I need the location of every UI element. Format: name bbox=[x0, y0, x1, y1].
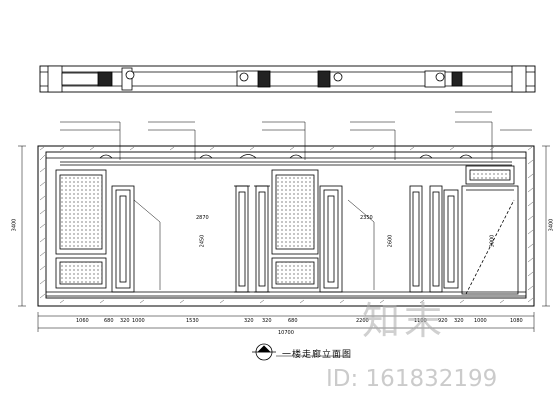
door-opening bbox=[461, 165, 519, 295]
left-panel-bay bbox=[55, 169, 135, 293]
center-panel-bay bbox=[271, 169, 343, 293]
cornice bbox=[46, 154, 526, 166]
dimension-lines bbox=[18, 145, 550, 332]
section-marker bbox=[252, 343, 350, 361]
floor-line bbox=[46, 291, 526, 297]
perspective-lines bbox=[133, 199, 375, 290]
drawing-caption: 一楼走廊立面图 bbox=[282, 350, 353, 360]
column-group-2 bbox=[409, 185, 459, 293]
leader-notes bbox=[60, 111, 532, 160]
watermark-id: ID: 161832199 bbox=[326, 366, 498, 392]
plan-strip bbox=[39, 65, 536, 93]
wall-frame bbox=[37, 145, 535, 307]
watermark-logo: 知末 bbox=[362, 299, 447, 343]
column-group-1 bbox=[234, 185, 270, 293]
